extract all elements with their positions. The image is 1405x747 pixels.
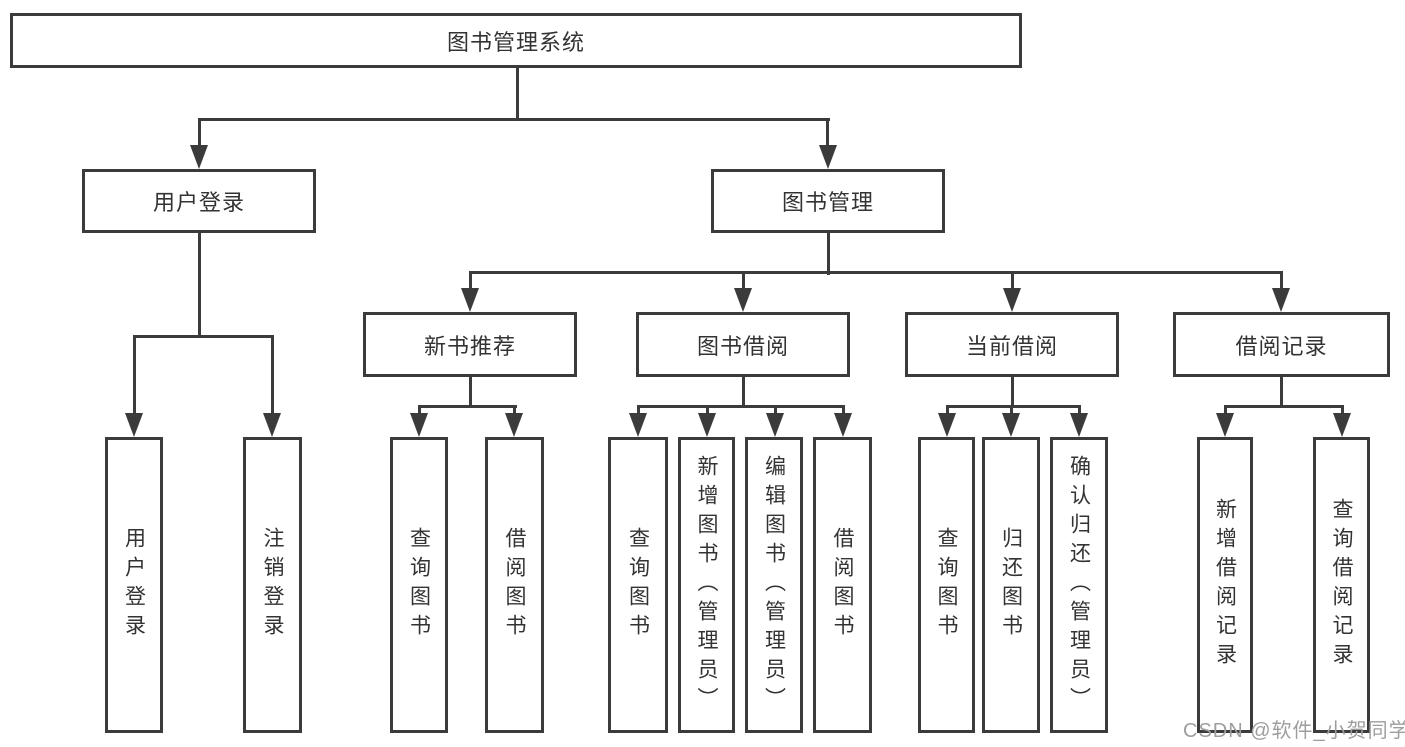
connector-line	[469, 271, 472, 289]
arrowhead-down-icon	[125, 413, 143, 437]
leaf-borrow-books-recommend-label: 借阅图书	[503, 527, 526, 643]
node-book-borrowing: 图书借阅	[636, 312, 850, 377]
arrowhead-down-icon	[629, 413, 647, 437]
arrowhead-down-icon	[1333, 413, 1351, 437]
leaf-query-books-borrowing-label: 查询图书	[626, 527, 650, 643]
arrowhead-down-icon	[938, 413, 956, 437]
connector-line	[827, 231, 830, 275]
leaf-query-books-current-label: 查询图书	[935, 527, 958, 643]
arrowhead-down-icon	[1216, 413, 1234, 437]
leaf-add-books-admin: 新增图书（管理员）	[678, 437, 735, 733]
connector-line	[271, 335, 274, 415]
leaf-confirm-return-admin: 确认归还（管理员）	[1050, 437, 1108, 733]
connector-line	[1341, 405, 1344, 415]
leaf-add-borrow-record: 新增借阅记录	[1197, 437, 1253, 733]
connector-line	[469, 375, 472, 407]
connector-line	[774, 405, 777, 415]
connector-line	[1011, 375, 1014, 407]
connector-line	[706, 405, 709, 415]
arrowhead-down-icon	[461, 288, 479, 312]
connector-line	[842, 405, 845, 415]
connector-line	[637, 405, 640, 415]
connector-line	[826, 118, 829, 148]
leaf-user-login: 用户登录	[105, 437, 163, 733]
leaf-user-login-label: 用户登录	[122, 527, 146, 643]
node-book-management: 图书管理	[711, 169, 945, 233]
connector-line	[1010, 405, 1013, 415]
node-new-book-recommend: 新书推荐	[363, 312, 577, 377]
leaf-logout-label: 注销登录	[261, 527, 284, 643]
arrowhead-down-icon	[834, 413, 852, 437]
node-current-borrowing: 当前借阅	[905, 312, 1119, 377]
connector-line	[469, 271, 1283, 274]
arrowhead-down-icon	[410, 413, 428, 437]
connector-line	[418, 405, 421, 415]
leaf-confirm-return-admin-label: 确认归还（管理员）	[1067, 454, 1091, 716]
node-borrowing-records-label: 借阅记录	[1235, 333, 1328, 359]
node-book-borrowing-label: 图书借阅	[696, 333, 789, 359]
node-user-login: 用户登录	[82, 169, 316, 233]
leaf-query-borrow-record-label: 查询借阅记录	[1330, 498, 1353, 672]
leaf-query-books-current: 查询图书	[918, 437, 975, 733]
node-current-borrowing-label: 当前借阅	[965, 333, 1058, 359]
connector-line	[133, 335, 274, 338]
arrowhead-down-icon	[1002, 413, 1020, 437]
leaf-add-borrow-record-label: 新增借阅记录	[1213, 498, 1237, 672]
connector-line	[198, 231, 201, 337]
leaf-query-books-recommend-label: 查询图书	[407, 527, 431, 643]
connector-line	[1224, 405, 1344, 408]
connector-line	[1078, 405, 1081, 415]
arrowhead-down-icon	[734, 288, 752, 312]
connector-line	[198, 118, 201, 148]
arrowhead-down-icon	[505, 413, 523, 437]
connector-line	[1280, 271, 1283, 289]
arrowhead-down-icon	[190, 145, 208, 169]
connector-line	[1224, 405, 1227, 415]
leaf-add-books-admin-label: 新增图书（管理员）	[695, 454, 718, 716]
connector-line	[946, 405, 1081, 408]
node-borrowing-records: 借阅记录	[1173, 312, 1390, 377]
leaf-query-borrow-record: 查询借阅记录	[1313, 437, 1370, 733]
connector-line	[742, 271, 745, 289]
connector-line	[1280, 375, 1283, 407]
arrowhead-down-icon	[1272, 288, 1290, 312]
arrowhead-down-icon	[1003, 288, 1021, 312]
arrowhead-down-icon	[698, 413, 716, 437]
leaf-query-books-borrowing: 查询图书	[608, 437, 668, 733]
leaf-edit-books-admin-label: 编辑图书（管理员）	[762, 454, 786, 716]
leaf-return-books-label: 归还图书	[999, 527, 1023, 643]
connector-line	[1011, 271, 1014, 289]
leaf-logout: 注销登录	[243, 437, 302, 733]
node-book-management-label: 图书管理	[781, 190, 874, 215]
connector-line	[513, 405, 516, 415]
connector-line	[516, 66, 519, 120]
connector-line	[946, 405, 949, 415]
leaf-borrow-books-borrowing: 借阅图书	[813, 437, 872, 733]
connector-line	[637, 405, 845, 408]
csdn-watermark: CSDN @软件_小贺同学	[1183, 720, 1405, 742]
connector-line	[133, 335, 136, 415]
connector-line	[742, 375, 745, 407]
connector-line	[418, 405, 517, 408]
arrowhead-down-icon	[263, 413, 281, 437]
leaf-borrow-books-recommend: 借阅图书	[485, 437, 544, 733]
leaf-return-books: 归还图书	[982, 437, 1040, 733]
node-root-label: 图书管理系统	[446, 29, 585, 55]
node-root: 图书管理系统	[10, 13, 1022, 68]
arrowhead-down-icon	[766, 413, 784, 437]
leaf-edit-books-admin: 编辑图书（管理员）	[745, 437, 803, 733]
leaf-borrow-books-borrowing-label: 借阅图书	[831, 527, 854, 643]
connector-line	[198, 118, 830, 121]
node-new-book-recommend-label: 新书推荐	[423, 333, 516, 359]
leaf-query-books-recommend: 查询图书	[390, 437, 448, 733]
arrowhead-down-icon	[819, 145, 837, 169]
node-user-login-label: 用户登录	[152, 190, 245, 215]
arrowhead-down-icon	[1070, 413, 1088, 437]
